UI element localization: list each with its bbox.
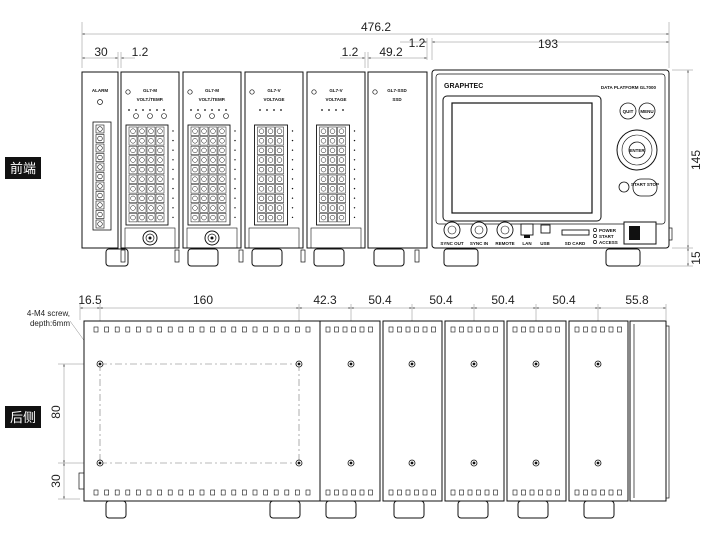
brand-logo: GRAPHTEC (444, 83, 483, 90)
product-name: DATA PLATFORM GL7000 (601, 85, 657, 90)
front-feet (105, 248, 641, 267)
sd-card-slot[interactable]: SD CARD (561, 229, 590, 246)
svg-text:SYNC OUT: SYNC OUT (440, 241, 464, 246)
dim-rear-v1: 80 (49, 405, 63, 419)
module-2-name: GL7-M (205, 88, 219, 93)
screw-note-line1: 4-M4 screw, (27, 309, 70, 318)
dim-gap-a: 1.2 (132, 45, 149, 59)
svg-text:MENU: MENU (640, 109, 653, 114)
sync-out-port[interactable]: SYNC OUT (440, 221, 464, 246)
usb-port[interactable]: USB (540, 224, 550, 246)
rear-body (78, 320, 670, 502)
svg-text:SD CARD: SD CARD (565, 241, 586, 246)
menu-button[interactable]: MENU (638, 102, 656, 120)
front-tag: 前端 (5, 157, 41, 179)
svg-text:QUIT: QUIT (623, 109, 634, 114)
dim-foot-height: 15 (689, 251, 703, 265)
dim-gap-b: 1.2 (342, 45, 359, 59)
led-power-label: POWER (599, 228, 617, 233)
quit-button[interactable]: QUIT (619, 102, 637, 120)
dim-rear-d6: 50.4 (491, 293, 515, 307)
alarm-label: ALARM (92, 88, 108, 93)
enter-button: ENTER (629, 148, 645, 153)
rear-details (93, 326, 622, 519)
front-view: 前端 476.2 1.2 193 30 1.2 1.2 49.2 (5, 20, 703, 267)
svg-text:SYNC IN: SYNC IN (470, 241, 488, 246)
module-5: GL7-SSD SSD (367, 71, 428, 249)
start-stop-button[interactable]: START STOP (618, 178, 659, 197)
dim-gap-c: 1.2 (409, 36, 426, 50)
dim-module-last: 49.2 (379, 45, 403, 59)
module-3-name: GL7-V (267, 88, 280, 93)
dim-rear-d8: 55.8 (625, 293, 649, 307)
svg-text:REMOTE: REMOTE (495, 241, 514, 246)
module-terminal-blocks (124, 89, 362, 249)
dim-rear-d3: 42.3 (313, 293, 337, 307)
rear-tag-text: 后侧 (10, 411, 36, 426)
module-4-sub: VOLTAGE (325, 97, 346, 102)
dim-rear-v2: 30 (49, 474, 63, 488)
dim-rear-d2: 160 (193, 293, 213, 307)
rear-tag: 后侧 (5, 406, 41, 428)
dim-rear-d4: 50.4 (368, 293, 392, 307)
front-tag-text: 前端 (10, 161, 36, 177)
alarm-terminals (95, 124, 105, 229)
module-1-name: GL7-M (143, 88, 157, 93)
lan-port[interactable]: LAN (520, 223, 534, 246)
module-3-sub: VOLTAGE (263, 97, 284, 102)
svg-text:START STOP: START STOP (631, 182, 659, 187)
alarm-module: ALARM (81, 71, 119, 249)
jog-dial[interactable]: ENTER (616, 129, 658, 171)
dim-rear-d5: 50.4 (429, 293, 453, 307)
dim-main-unit: 193 (538, 37, 558, 51)
module-2-sub: VOLT./TEMP. (199, 97, 226, 102)
led-access-label: ACCESS (599, 240, 618, 245)
svg-text:USB: USB (540, 241, 550, 246)
remote-port[interactable]: REMOTE (495, 221, 515, 246)
module-1-sub: VOLT./TEMP. (137, 97, 164, 102)
dim-rear-d7: 50.4 (552, 293, 576, 307)
screw-note-line2: depth:6mm (30, 319, 70, 328)
main-unit: GRAPHTEC DATA PLATFORM GL7000 QUIT MENU … (431, 69, 673, 249)
rear-view: 后侧 4-M4 screw, depth:6mm 16.5 160 42.3 5… (5, 293, 670, 519)
dim-height: 145 (689, 150, 703, 170)
dim-rear-d1: 16.5 (78, 293, 102, 307)
status-leds: POWER START ACCESS (593, 228, 618, 245)
front-dimensions: 476.2 1.2 193 30 1.2 1.2 49.2 (81, 20, 703, 267)
module-4-name: GL7-V (329, 88, 342, 93)
dim-first-module: 30 (94, 45, 108, 59)
svg-text:LAN: LAN (522, 241, 531, 246)
power-switch[interactable] (623, 221, 657, 245)
led-start-label: START (599, 234, 614, 239)
sync-in-port[interactable]: SYNC IN (470, 221, 488, 246)
dim-total-width: 476.2 (361, 20, 391, 34)
module-5-name: GL7-SSD (387, 88, 407, 93)
module-5-sub: SSD (392, 97, 402, 102)
